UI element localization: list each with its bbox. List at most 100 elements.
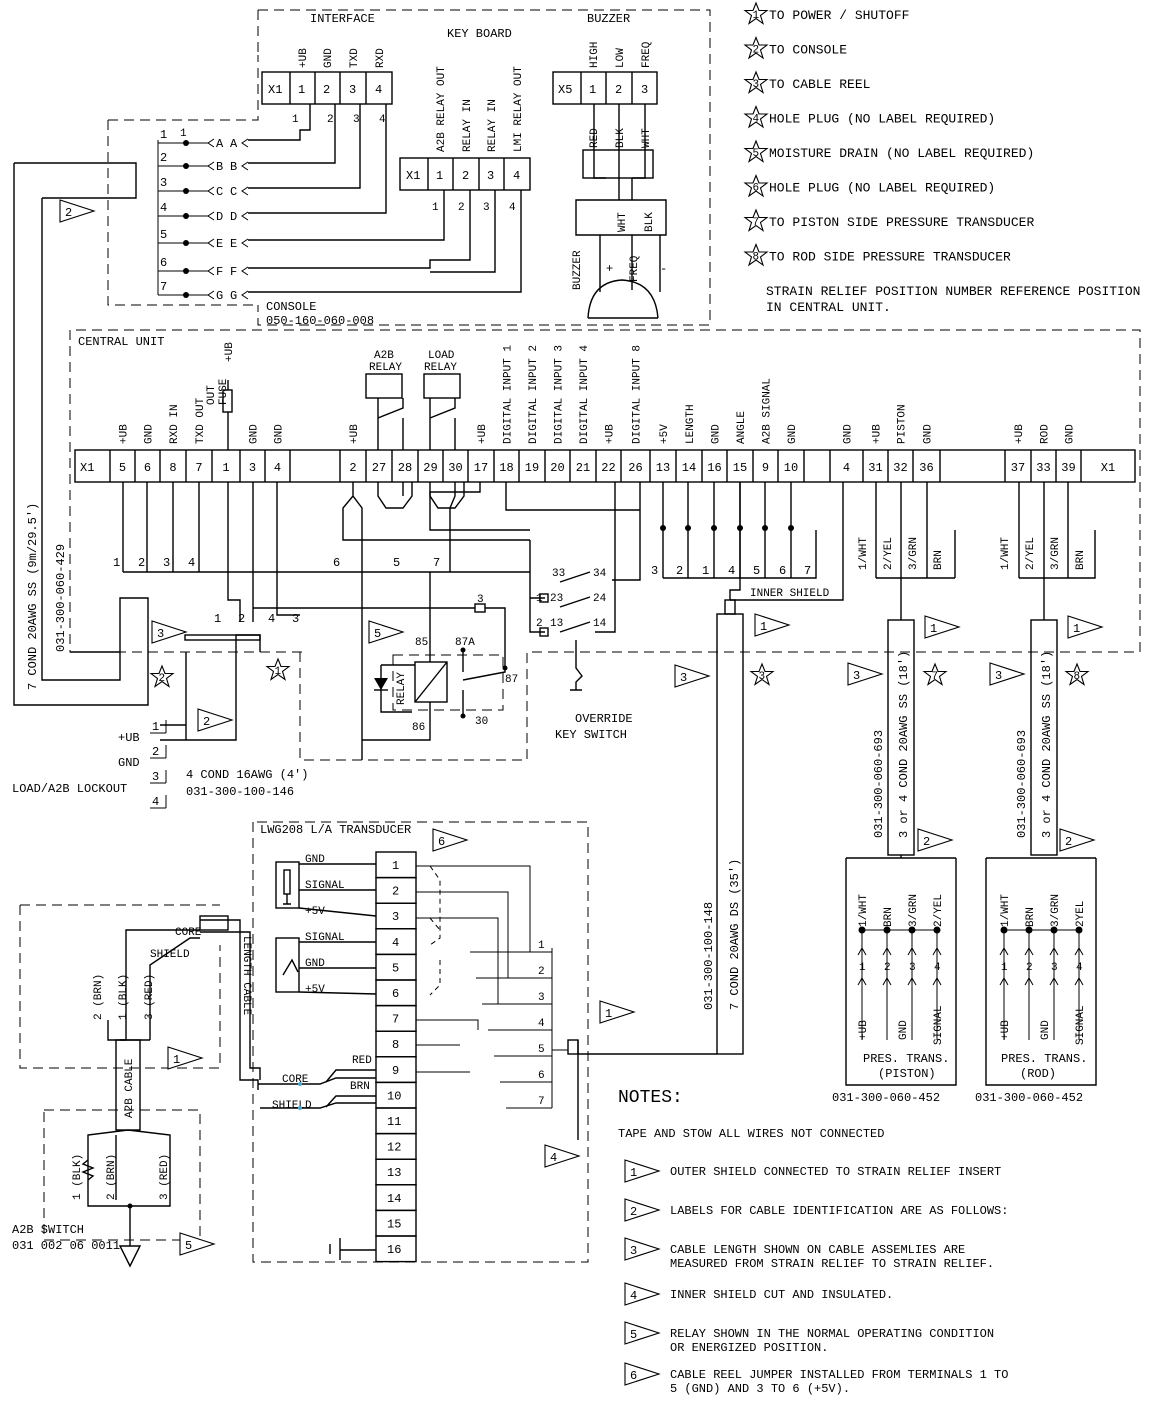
svg-text:7: 7 [932, 671, 939, 683]
load-relay: LOAD RELAY [423, 350, 461, 450]
svg-text:FUSE: FUSE [218, 378, 230, 405]
terminal-13: 13 [656, 461, 670, 475]
svg-text:7: 7 [433, 556, 440, 570]
legend-star-2: 2 [744, 36, 768, 59]
svg-text:KEY SWITCH: KEY SWITCH [555, 728, 627, 742]
svg-text:GND: GND [711, 424, 723, 444]
keyboard-title: KEY BOARD [447, 27, 512, 41]
legend-item-6: HOLE PLUG (NO LABEL REQUIRED) [769, 181, 995, 196]
svg-text:RELAY IN: RELAY IN [462, 99, 474, 152]
svg-text:6: 6 [333, 556, 340, 570]
if-wire-4 [248, 104, 387, 214]
svg-text:7: 7 [753, 217, 760, 229]
legend-item-4: HOLE PLUG (NO LABEL REQUIRED) [769, 112, 995, 127]
svg-text:A: A [230, 137, 238, 151]
svg-text:GND: GND [274, 424, 286, 444]
svg-text:4: 4 [1076, 962, 1083, 974]
svg-text:85: 85 [415, 637, 428, 649]
flag-a2b-shield: 1 [167, 1046, 203, 1070]
note-flag-1: 1 [624, 1159, 660, 1183]
svg-text:TXD: TXD [349, 48, 361, 68]
terminal-4: 4 [843, 461, 850, 475]
rod-label-2: (ROD) [1020, 1067, 1056, 1081]
flag-console-cable: 2 [59, 199, 95, 223]
svg-text:1: 1 [760, 620, 767, 634]
svg-text:4: 4 [392, 936, 399, 950]
svg-text:87A: 87A [455, 637, 475, 649]
flag-lockout-cable: 2 [197, 708, 233, 732]
svg-text:TXD OUT: TXD OUT [195, 397, 207, 444]
piston-label-2: (PISTON) [878, 1067, 936, 1081]
svg-text:1: 1 [538, 940, 545, 952]
svg-text:3: 3 [1051, 962, 1058, 974]
svg-text:30: 30 [475, 716, 488, 728]
svg-text:2: 2 [159, 673, 166, 685]
note-flag-6: 6 [624, 1362, 660, 1386]
svg-text:4: 4 [268, 612, 275, 626]
svg-text:5: 5 [538, 1044, 545, 1056]
svg-text:+UB: +UB [872, 424, 884, 444]
svg-text:1: 1 [753, 10, 760, 22]
svg-text:A: A [216, 137, 224, 151]
svg-text:RED: RED [352, 1055, 372, 1067]
legend-item-1: TO POWER / SHUTOFF [769, 8, 909, 23]
transducer-sensors: GND SIGNAL +5V SIGNAL GND +5V [275, 854, 377, 996]
svg-text:SIGNAL: SIGNAL [305, 880, 345, 892]
svg-text:5: 5 [160, 228, 167, 242]
svg-text:9: 9 [392, 1064, 399, 1078]
svg-text:+5V: +5V [305, 906, 325, 918]
svg-text:3: 3 [160, 176, 167, 190]
svg-text:BUZZER: BUZZER [572, 250, 584, 290]
svg-text:2: 2 [138, 556, 145, 570]
override-key-switch[interactable]: 33 34 23 24 13 14 1 2 OVERRIDE KEY SWITC… [529, 540, 633, 742]
interface-title: INTERFACE [310, 12, 375, 26]
svg-text:1: 1 [1001, 962, 1008, 974]
svg-text:+UB: +UB [349, 424, 361, 444]
terminal-6: 6 [144, 461, 151, 475]
svg-text:OVERRIDE: OVERRIDE [575, 712, 633, 726]
svg-text:8: 8 [392, 1038, 399, 1052]
svg-text:3: 3 [909, 962, 916, 974]
svg-text:LENGTH: LENGTH [685, 404, 697, 444]
flag-rod-length: 3 [989, 662, 1025, 686]
flag-console-length: 3 [151, 620, 187, 644]
terminal-29: 29 [423, 461, 437, 475]
svg-text:15: 15 [387, 1217, 401, 1231]
svg-text:DIGITAL INPUT 4: DIGITAL INPUT 4 [579, 345, 591, 444]
note-flag-4: 4 [624, 1282, 660, 1306]
legend-star-6: 6 [744, 174, 768, 197]
svg-text:4: 4 [513, 169, 520, 183]
star-rod: 8 [1065, 663, 1089, 686]
central-unit-border [69, 329, 1141, 761]
svg-text:LENGTH CABLE: LENGTH CABLE [240, 936, 252, 1016]
svg-text:4: 4 [160, 201, 167, 215]
terminal-28: 28 [398, 461, 412, 475]
svg-text:3/GRN: 3/GRN [908, 537, 920, 570]
terminal-4: 4 [274, 461, 281, 475]
legend-star-7: 7 [744, 209, 768, 232]
svg-text:+UB: +UB [118, 731, 140, 745]
svg-text:8: 8 [1074, 671, 1081, 683]
legend-star-5: 5 [744, 140, 768, 163]
svg-text:4: 4 [550, 1151, 557, 1165]
svg-text:6: 6 [538, 1070, 545, 1082]
flag-piston-label: 2 [917, 828, 953, 852]
keyboard-x1: X1 [406, 169, 420, 183]
svg-text:3: 3 [630, 1244, 637, 1258]
svg-text:1/WHT: 1/WHT [858, 894, 870, 927]
svg-text:7: 7 [160, 280, 167, 294]
star-console: 2 [150, 665, 174, 688]
svg-text:2: 2 [392, 885, 399, 899]
svg-text:16: 16 [387, 1243, 401, 1257]
kb-wire-1 [248, 190, 445, 241]
legend-star-3: 3 [744, 71, 768, 94]
strain-note-line-1: STRAIN RELIEF POSITION NUMBER REFERENCE … [766, 284, 1140, 299]
svg-text:2 (BRN): 2 (BRN) [93, 974, 105, 1020]
svg-text:1: 1 [152, 720, 159, 734]
note-3-line-1: MEASURED FROM STRAIN RELIEF TO STRAIN RE… [670, 1257, 994, 1271]
svg-text:031 002 06 0011: 031 002 06 0011 [12, 1239, 120, 1253]
legend-item-5: MOISTURE DRAIN (NO LABEL REQUIRED) [769, 146, 1034, 161]
